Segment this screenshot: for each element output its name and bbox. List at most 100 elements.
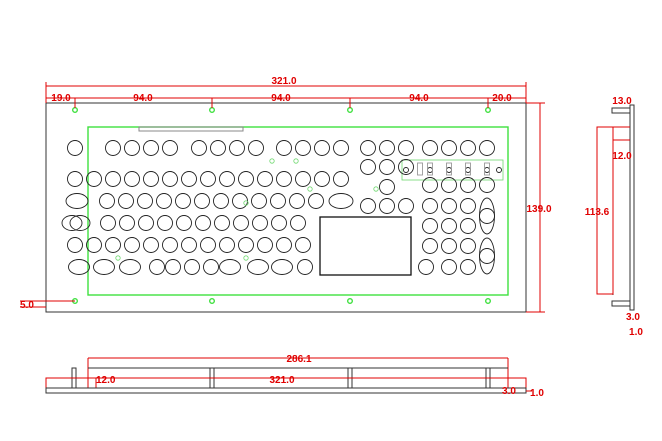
touchpad [319,216,412,276]
screw-hole [243,200,249,206]
key [86,171,102,187]
key [479,177,495,193]
side-bottom-flange [611,300,631,307]
key [219,237,235,253]
led-indicator [403,167,409,173]
key-tall [479,237,495,275]
key [460,177,476,193]
led-window [427,162,433,176]
key [379,179,395,195]
key [229,140,245,156]
key [422,218,438,234]
key [422,238,438,254]
led-indicator [496,167,502,173]
dim-bottom-left-offset: 12.0 [96,375,116,386]
key-wide [328,193,354,209]
key [195,215,211,231]
key [422,177,438,193]
panel-outline [45,102,527,313]
key [219,171,235,187]
mounting-hole [347,298,354,305]
key [333,140,349,156]
side-face-plate [629,104,635,311]
dim-side-face-thickness: 1.0 [629,327,643,338]
key [200,237,216,253]
key [105,140,121,156]
led-window [484,162,490,176]
key [162,237,178,253]
led-window [417,162,423,176]
key [290,215,306,231]
key [175,193,191,209]
screw-hole [269,158,275,164]
key [238,237,254,253]
key [257,171,273,187]
key [314,171,330,187]
key [271,215,287,231]
led-indicator [446,167,452,173]
key [360,140,376,156]
key [257,237,273,253]
key [143,140,159,156]
key [86,237,102,253]
key [138,215,154,231]
key [422,198,438,214]
key [191,140,207,156]
key [441,218,457,234]
key [248,140,264,156]
mounting-hole [208,106,215,113]
dim-hole-spacing-3: 94.0 [409,93,429,104]
key [100,215,116,231]
screw-hole [307,186,313,192]
mounting-holes [71,106,492,305]
keyboard-cutout [87,126,509,296]
screw-hole [243,255,249,261]
key [162,171,178,187]
dim-hole-offset-right: 20.0 [492,93,512,104]
key-wide [69,215,91,231]
key [422,140,438,156]
key [181,171,197,187]
key [379,159,395,175]
key [238,171,254,187]
key [143,171,159,187]
led-window [446,162,452,176]
key [251,193,267,209]
key [441,238,457,254]
key [398,159,414,175]
front-view: 321.0 19.0 94.0 94.0 94.0 20.0 139.0 5.0 [20,76,552,313]
key-tall [479,197,495,235]
key [124,140,140,156]
dim-cutout-width: 286.1 [286,354,311,365]
key [67,171,83,187]
dim-side-plate-thickness: 3.0 [626,312,640,323]
key-layout [61,140,502,275]
screw-hole [115,255,121,261]
key [295,237,311,253]
key-wide [68,259,90,275]
dim-box-cutout-height [596,126,614,295]
key [441,140,457,156]
key [184,259,200,275]
dim-flange-depth: 13.0 [612,96,632,107]
key [460,198,476,214]
screw-hole [293,158,299,164]
dim-cutout-height: 113.6 [585,207,610,218]
key [149,259,165,275]
key [181,237,197,253]
key [295,140,311,156]
key [194,193,210,209]
led-indicator [484,167,490,173]
key [210,140,226,156]
key [297,259,313,275]
led-indicator-strip [401,159,504,181]
dim-hole-offset-left: 19.0 [51,93,71,104]
screw-hole [373,186,379,192]
mounting-hole [208,298,215,305]
key-wide [271,259,293,275]
key [289,193,305,209]
key-wide [247,259,269,275]
side-view: 13.0 12.0 113.6 3.0 1.0 [585,96,644,338]
mounting-hole [347,106,354,113]
key [441,259,457,275]
